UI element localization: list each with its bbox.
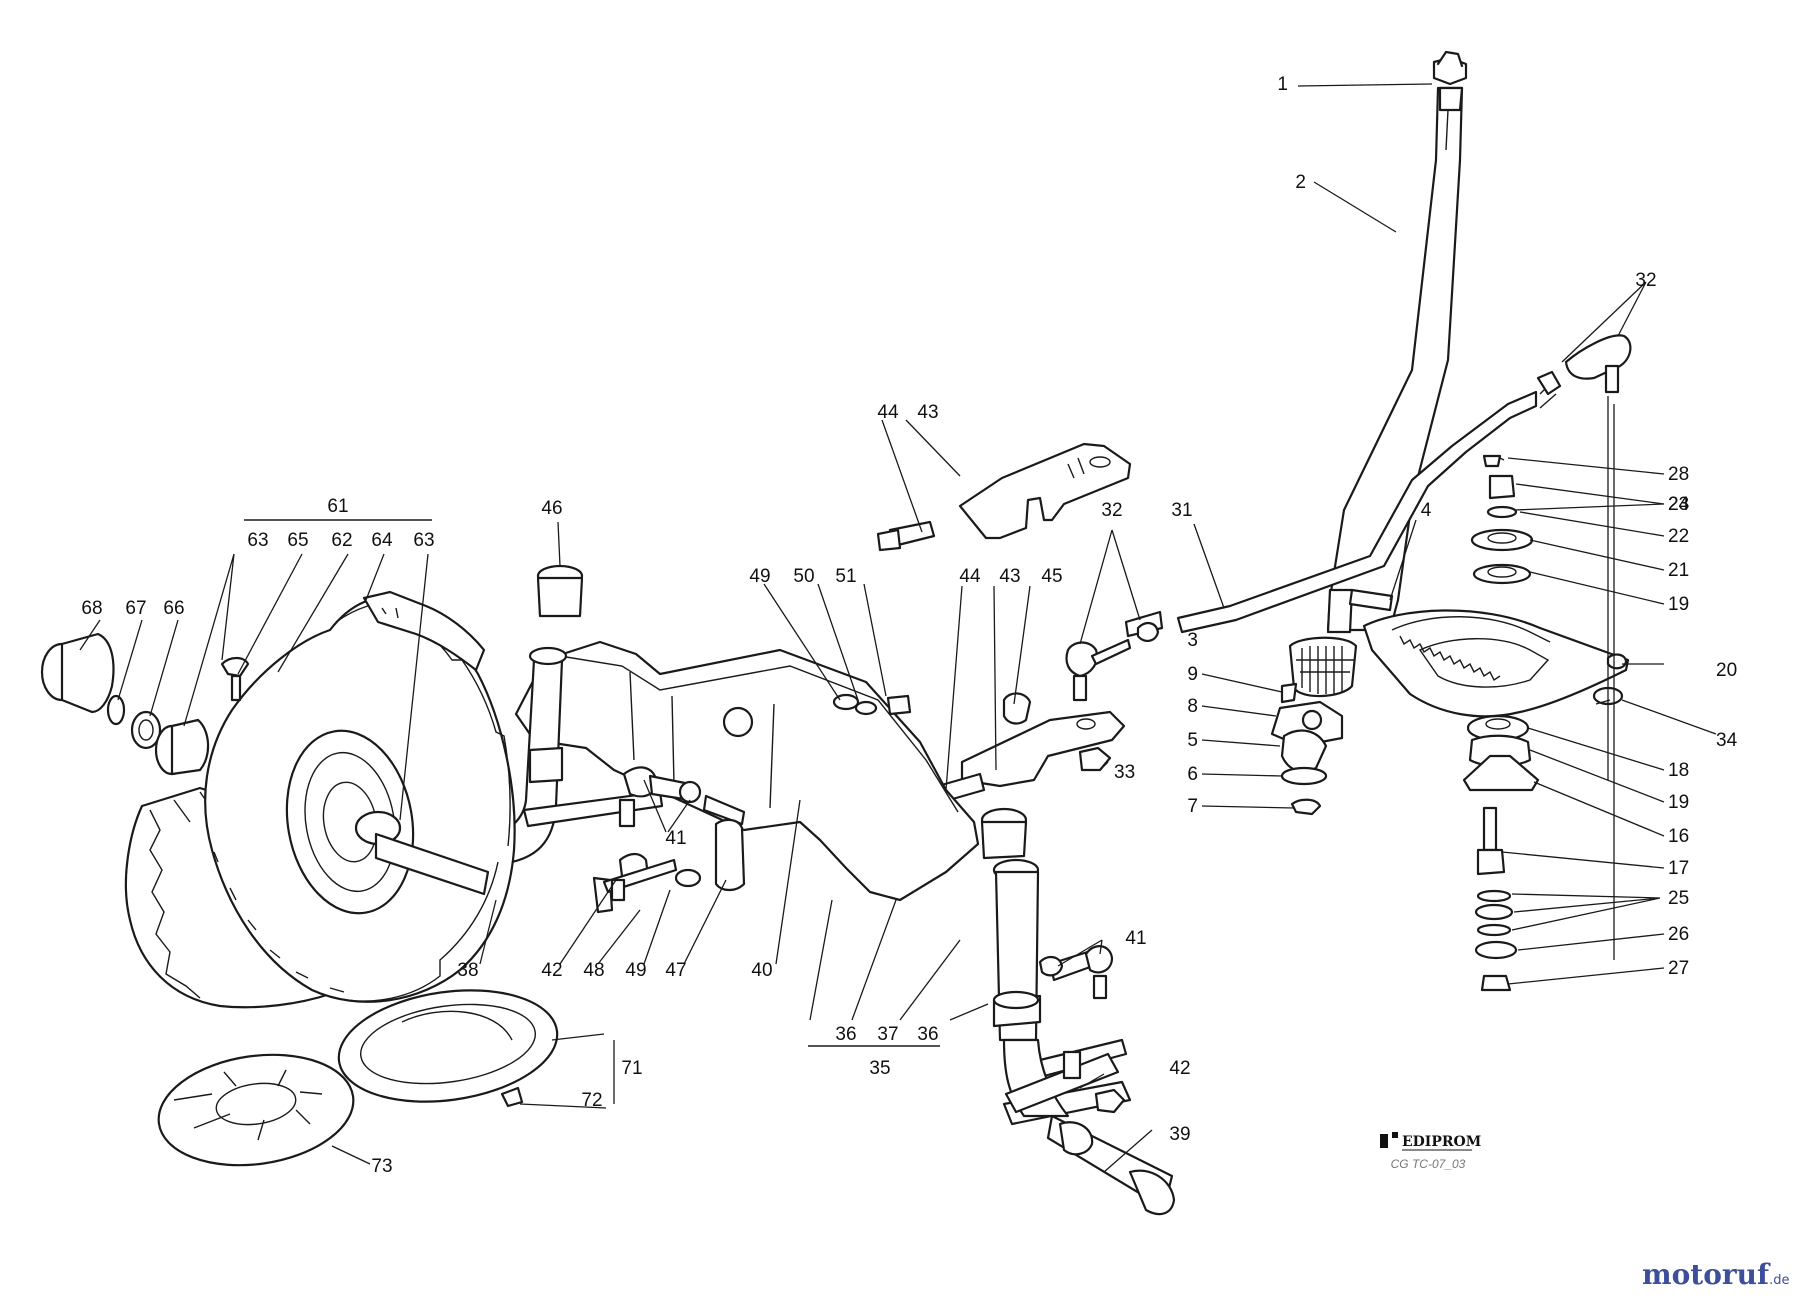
callout-43b: 43 <box>999 566 1020 587</box>
tie-rod-right-end <box>1038 945 1114 1000</box>
callout-32a: 32 <box>1635 270 1656 291</box>
callout-labels: 1 2 3 4 5 6 7 8 9 16 17 18 19 19 20 21 2… <box>81 74 1737 1177</box>
callout-49a: 49 <box>749 566 770 587</box>
callout-24: 24 <box>1668 494 1690 515</box>
callout-28: 28 <box>1668 464 1689 485</box>
callout-36b: 36 <box>917 1024 938 1045</box>
callout-47: 47 <box>665 960 686 981</box>
callout-17: 17 <box>1668 858 1689 879</box>
callout-64: 64 <box>371 530 393 551</box>
callout-72: 72 <box>581 1090 602 1111</box>
callout-66: 66 <box>163 598 184 619</box>
drag-link-rod <box>1065 334 1632 702</box>
hubcap <box>157 989 559 1167</box>
callout-3: 3 <box>1187 630 1198 651</box>
callout-46: 46 <box>541 498 562 519</box>
callout-19b: 19 <box>1668 792 1689 813</box>
callout-45: 45 <box>1041 566 1062 587</box>
callout-6: 6 <box>1187 764 1198 785</box>
publisher-name: EDIPROM <box>1402 1134 1481 1150</box>
callout-44a: 44 <box>877 402 899 423</box>
steering-pinion <box>1288 636 1358 698</box>
callout-4: 4 <box>1421 500 1432 521</box>
callout-42a: 42 <box>541 960 562 981</box>
callout-1: 1 <box>1277 74 1288 95</box>
callout-37: 37 <box>877 1024 898 1045</box>
wheel-hub-hardware <box>40 632 250 776</box>
callout-36a: 36 <box>835 1024 856 1045</box>
callout-68: 68 <box>81 598 102 619</box>
callout-41b: 41 <box>1125 928 1146 949</box>
callout-23: 23 <box>1668 494 1689 515</box>
svg-text:motoruf.de: motoruf.de <box>1642 1258 1789 1291</box>
callout-7: 7 <box>1187 796 1198 817</box>
publisher-mark: EDIPROM <box>1380 1132 1481 1151</box>
callout-48: 48 <box>583 960 604 981</box>
callout-65: 65 <box>287 530 308 551</box>
callout-67: 67 <box>125 598 146 619</box>
callout-41a: 41 <box>665 828 686 849</box>
callout-62: 62 <box>331 530 352 551</box>
callout-42b: 42 <box>1169 1058 1190 1079</box>
callout-51: 51 <box>835 566 856 587</box>
callout-8: 8 <box>1187 696 1198 717</box>
callout-73: 73 <box>371 1156 392 1177</box>
tie-rod-left <box>592 766 746 914</box>
callout-26: 26 <box>1668 924 1689 945</box>
callout-44b: 44 <box>959 566 981 587</box>
callout-34: 34 <box>1716 730 1738 751</box>
site-watermark: motoruf.de <box>1642 1258 1789 1291</box>
callout-20: 20 <box>1716 660 1737 681</box>
drawing-code: CG TC-07_03 <box>1391 1157 1466 1171</box>
callout-43a: 43 <box>917 402 938 423</box>
callout-71: 71 <box>621 1058 642 1079</box>
steering-column <box>1326 50 1468 634</box>
callout-25: 25 <box>1668 888 1689 909</box>
callout-39: 39 <box>1169 1124 1190 1145</box>
callout-40: 40 <box>751 960 772 981</box>
watermark-tld: .de <box>1769 1273 1789 1288</box>
callout-38: 38 <box>457 960 478 981</box>
callout-5: 5 <box>1187 730 1198 751</box>
leader-lines <box>79 83 1717 1173</box>
callout-61: 61 <box>327 496 348 517</box>
callout-2: 2 <box>1295 172 1306 193</box>
callout-49b: 49 <box>625 960 646 981</box>
upper-bracket <box>876 442 1132 552</box>
callout-50: 50 <box>793 566 814 587</box>
callout-63b: 63 <box>413 530 434 551</box>
callout-19a: 19 <box>1668 594 1689 615</box>
front-axle-beam <box>514 640 980 902</box>
callout-27: 27 <box>1668 958 1689 979</box>
callout-33: 33 <box>1114 762 1135 783</box>
callout-21: 21 <box>1668 560 1689 581</box>
sector-spindle-stack <box>1462 454 1624 992</box>
callout-35: 35 <box>869 1058 890 1079</box>
sector-gear <box>1362 609 1630 718</box>
callout-18: 18 <box>1668 760 1689 781</box>
callout-9: 9 <box>1187 664 1198 685</box>
front-wheel <box>124 590 516 1009</box>
right-spindle <box>980 807 1176 1216</box>
callout-22: 22 <box>1668 526 1689 547</box>
pinion-mount-hardware <box>1270 682 1344 816</box>
callout-32b: 32 <box>1101 500 1122 521</box>
callout-31: 31 <box>1171 500 1192 521</box>
callout-16: 16 <box>1668 826 1689 847</box>
callout-63a: 63 <box>247 530 268 551</box>
lower-bracket <box>936 692 1126 804</box>
watermark-motor: motoruf <box>1642 1258 1771 1291</box>
